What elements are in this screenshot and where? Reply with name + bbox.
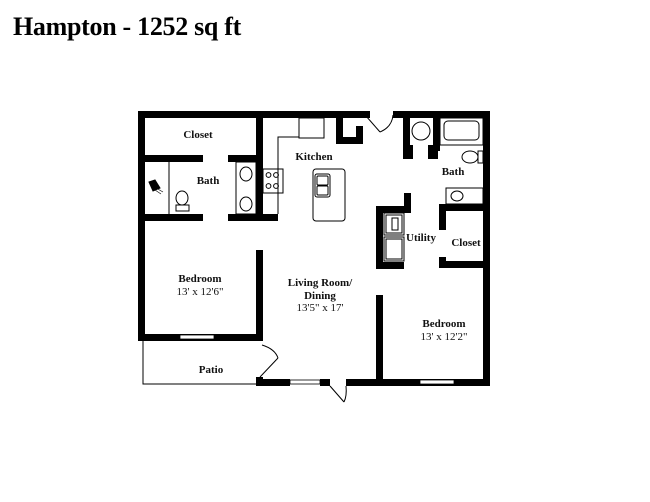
toilet-icon: [175, 190, 190, 212]
shower-head-icon: [148, 179, 164, 195]
bathtub-icon: [439, 117, 484, 146]
room-label-kitchen: Kitchen: [295, 151, 333, 163]
stove-icon: [262, 168, 284, 194]
kitchen-island-sink-icon: [312, 168, 346, 222]
vanity: [235, 161, 257, 215]
sink-icon: [239, 166, 253, 182]
water-heater-icon: [411, 121, 431, 141]
room-label-bedroom-left: Bedroom 13' x 12'6": [160, 273, 240, 298]
toilet-icon: [461, 150, 484, 164]
windows: [179, 334, 455, 385]
sink-icon: [450, 190, 464, 202]
room-label-bedroom-right: Bedroom 13' x 12'2": [404, 318, 484, 343]
room-dimensions: 13' x 12'2": [420, 330, 468, 343]
door-swing-icon: [343, 385, 347, 403]
fixtures: [148, 117, 484, 262]
plan-title: Hampton - 1252 sq ft: [13, 12, 242, 41]
dryer-icon: [383, 236, 405, 262]
room-dimensions: 13' x 12'6": [176, 285, 224, 298]
room-label-closet-left: Closet: [183, 129, 213, 141]
doors: [259, 114, 394, 403]
window-icon: [419, 379, 455, 385]
room-label-utility: Utility: [406, 232, 436, 244]
vanity: [445, 187, 484, 205]
sink-icon: [239, 196, 253, 212]
washer-icon: [383, 212, 405, 236]
door-swing-icon: [365, 115, 381, 133]
door-swing-icon: [261, 344, 279, 359]
refrigerator-space: [298, 117, 325, 139]
room-label-patio: Patio: [198, 364, 224, 376]
room-label-living-dining: Living Room/ Dining 13'5" x 17': [270, 277, 370, 315]
room-dimensions: 13'5" x 17': [296, 302, 344, 315]
window-icon: [289, 379, 321, 385]
door-swing-icon: [379, 114, 394, 133]
room-label-bath-left: Bath: [196, 175, 220, 187]
door-swing-icon: [329, 385, 345, 403]
room-label-closet-right: Closet: [451, 237, 481, 249]
window-icon: [179, 334, 215, 340]
room-label-bath-right: Bath: [441, 166, 465, 178]
patio-outline: [142, 341, 257, 385]
door-swing-icon: [259, 357, 279, 378]
